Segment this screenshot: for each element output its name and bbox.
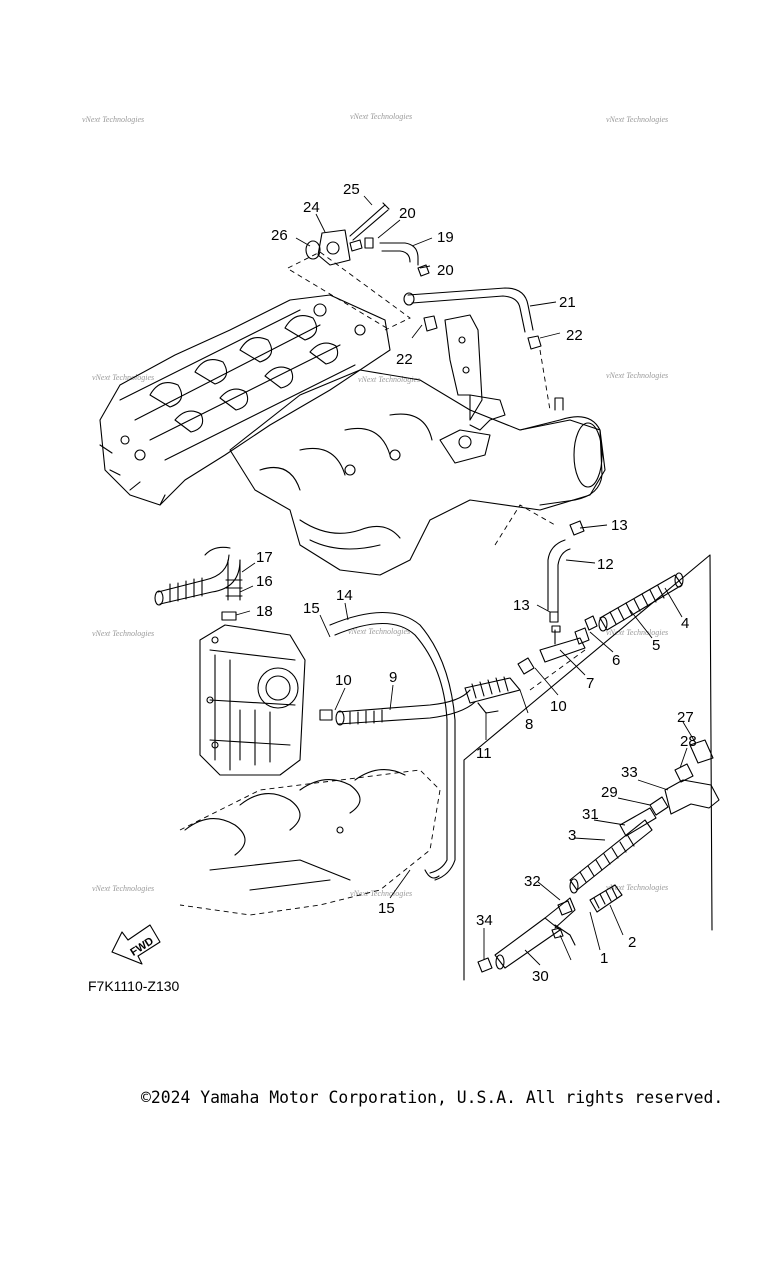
callout-29: 30	[532, 968, 549, 985]
callout-30: 31	[582, 806, 599, 823]
copyright-notice: ©2024 Yamaha Motor Corporation, U.S.A. A…	[141, 1088, 724, 1107]
hose-16-17	[154, 546, 243, 621]
callout-26: 27	[677, 709, 694, 726]
cover-plate	[287, 202, 411, 331]
callout-8: 8	[525, 716, 533, 733]
watermark: vNext Technologies	[350, 889, 412, 898]
watermark: vNext Technologies	[92, 373, 154, 382]
callout-17: 17	[256, 549, 273, 566]
leader-lines	[235, 195, 696, 966]
callout-13: 13	[513, 597, 530, 614]
callout-20: 20	[399, 205, 416, 222]
callout-6: 6	[612, 652, 620, 669]
callout-11: 11	[476, 745, 492, 762]
watermark: vNext Technologies	[606, 371, 668, 380]
bracket-assembly	[444, 314, 506, 431]
parts-diagram: vNext Technologies vNext Technologies vN…	[82, 112, 720, 994]
callout-20: 20	[437, 262, 454, 279]
callout-15: 15	[303, 600, 320, 617]
callout-22: 22	[566, 327, 583, 344]
intake-manifold	[229, 369, 606, 576]
callout-10: 10	[550, 698, 567, 715]
callout-2: 2	[628, 934, 636, 951]
watermarks: vNext Technologies vNext Technologies vN…	[82, 112, 668, 898]
main-hose-9	[319, 611, 476, 881]
hose-12	[494, 504, 585, 623]
callout-19: 19	[437, 229, 454, 246]
callout-10: 10	[335, 672, 352, 689]
callout-28: 29	[601, 784, 618, 801]
lower-right-assembly	[463, 554, 720, 981]
crankcase	[179, 769, 441, 916]
callout-16: 16	[256, 573, 273, 590]
callout-23: 24	[303, 199, 320, 216]
callout-33: 34	[476, 912, 493, 929]
callout-32: 33	[621, 764, 638, 781]
watermark: vNext Technologies	[606, 883, 668, 892]
watermark: vNext Technologies	[606, 115, 668, 124]
watermark: vNext Technologies	[606, 628, 668, 637]
callout-27: 28	[680, 733, 697, 750]
watermark: vNext Technologies	[82, 115, 144, 124]
diagram-code: F7K1110-Z130	[88, 978, 180, 994]
hose-middle-right	[464, 572, 684, 714]
watermark: vNext Technologies	[358, 375, 420, 384]
watermark: vNext Technologies	[92, 884, 154, 893]
callout-25: 26	[271, 227, 288, 244]
callout-14: 14	[336, 587, 353, 604]
callout-15: 15	[378, 900, 395, 917]
callout-18: 18	[256, 603, 273, 620]
callout-9: 9	[389, 669, 397, 686]
callout-13: 13	[611, 517, 628, 534]
watermark: vNext Technologies	[92, 629, 154, 638]
callout-5: 5	[652, 637, 660, 654]
callout-4: 4	[681, 615, 689, 632]
breather-hoses-upper	[379, 242, 551, 411]
callout-7: 7	[586, 675, 594, 692]
callout-12: 12	[597, 556, 614, 573]
callout-21: 21	[559, 294, 576, 311]
fwd-arrow: FWD	[111, 924, 161, 965]
callout-22: 22	[396, 351, 413, 368]
oil-separator	[199, 624, 306, 776]
callout-3: 3	[568, 827, 576, 844]
watermark: vNext Technologies	[348, 627, 410, 636]
watermark: vNext Technologies	[350, 112, 412, 121]
callout-31: 32	[524, 873, 541, 890]
callout-24: 25	[343, 181, 360, 198]
callout-1: 1	[600, 950, 608, 967]
fwd-label: FWD	[128, 935, 156, 959]
callout-labels: 25 24 20 26 19 20 21 22 22 13 17 12 16 1…	[256, 181, 697, 985]
